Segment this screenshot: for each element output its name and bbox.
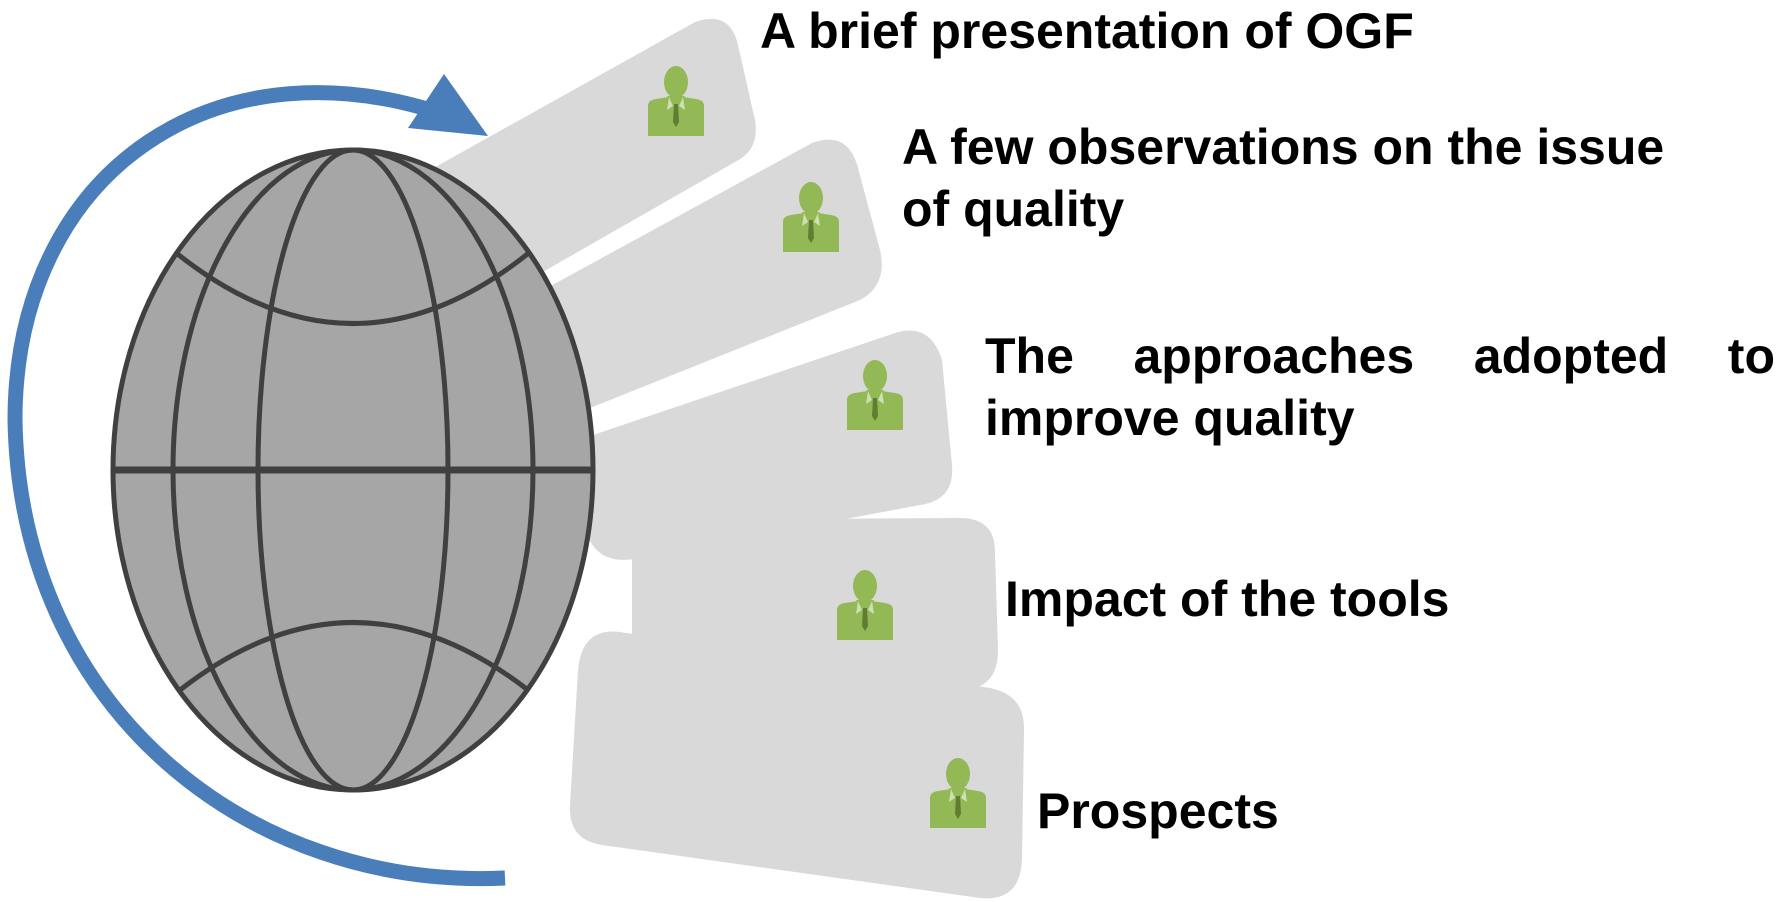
item-label-3-word: The bbox=[985, 328, 1074, 384]
item-label-5: Prospects bbox=[1037, 783, 1279, 839]
item-label-2-line-2: of quality bbox=[902, 181, 1125, 237]
item-label-3-word: approaches bbox=[1133, 328, 1415, 384]
card-2 bbox=[525, 139, 882, 420]
item-label-4: Impact of the tools bbox=[1005, 571, 1450, 627]
globe-icon bbox=[110, 147, 596, 793]
rotation-arrowhead bbox=[408, 74, 488, 136]
item-label-3-word: to bbox=[1727, 328, 1775, 384]
item-label-3-word: adopted bbox=[1473, 328, 1669, 384]
item-label-3-line-1: The approaches adopted to bbox=[985, 325, 1775, 387]
card-3 bbox=[560, 330, 953, 560]
item-label-2: A few observations on the issue of quali… bbox=[902, 116, 1664, 240]
item-label-2-line-1: A few observations on the issue bbox=[902, 119, 1665, 175]
rotation-arrow bbox=[7, 85, 506, 887]
item-label-3-line-2: improve quality bbox=[985, 390, 1355, 446]
item-label-1: A brief presentation of OGF bbox=[760, 3, 1414, 59]
card-5 bbox=[569, 631, 1025, 899]
item-label-3: The approaches adopted to improve qualit… bbox=[985, 325, 1775, 449]
